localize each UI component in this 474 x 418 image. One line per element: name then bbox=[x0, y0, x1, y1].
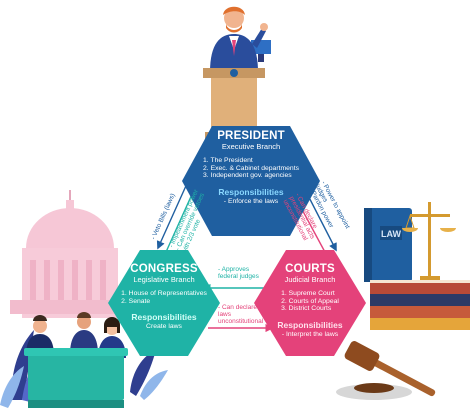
list-item: 1. The President bbox=[203, 156, 253, 164]
list-item: 1. Supreme Court bbox=[281, 289, 335, 297]
list-item: 2. Senate bbox=[121, 297, 151, 305]
congress-people-illustration bbox=[24, 312, 128, 408]
list-item: 1. House of Representatives bbox=[121, 290, 207, 298]
congress-list: 1. House of Representatives 2. Senate bbox=[121, 290, 207, 306]
president-title: PRESIDENT bbox=[217, 130, 285, 142]
list-item: 2. Courts of Appeal bbox=[281, 297, 339, 305]
courts-subtitle: Judicial Branch bbox=[284, 275, 336, 285]
courts-responsibilities-title: Responsibilities bbox=[277, 319, 343, 330]
edge-text-line: - Approves bbox=[218, 266, 250, 273]
congress-responsibilities-title: Responsibilities bbox=[131, 312, 197, 323]
courts-hexagon bbox=[254, 250, 366, 356]
president-list: 1. The President 2. Exec. & Cabinet depa… bbox=[203, 157, 299, 180]
list-item: 3. District Courts bbox=[281, 305, 332, 313]
edge-text-line: federal judges bbox=[218, 273, 259, 281]
congress-block: CONGRESS Legislative Branch 1. House of … bbox=[110, 263, 218, 331]
president-hexagon bbox=[182, 126, 320, 236]
congress-responsibility: Create laws bbox=[146, 323, 182, 330]
gavel-illustration bbox=[336, 341, 436, 400]
president-illustration bbox=[203, 6, 271, 140]
edge-text-line: unconstitutional bbox=[218, 318, 264, 326]
list-item: 2. Exec. & Cabinet departments bbox=[203, 164, 299, 172]
law-book-label: LAW bbox=[381, 229, 402, 239]
congress-title: CONGRESS bbox=[130, 263, 198, 275]
law-books-illustration: LAW bbox=[364, 202, 470, 330]
president-subtitle: Executive Branch bbox=[221, 142, 281, 152]
capitol-illustration bbox=[10, 190, 130, 318]
congress-hexagon bbox=[108, 250, 220, 356]
congress-subtitle: Legislative Branch bbox=[133, 275, 195, 285]
edge-label-declare-laws: - Can declare laws unconstitutional bbox=[218, 304, 263, 325]
president-responsibilities-title: Responsibilities bbox=[218, 186, 284, 197]
courts-list: 1. Supreme Court 2. Courts of Appeal 3. … bbox=[281, 290, 339, 313]
list-item: 3. Independent gov. agencies bbox=[203, 172, 292, 180]
president-responsibility: - Enforce the laws bbox=[223, 197, 279, 205]
courts-block: COURTS Judicial Branch 1. Supreme Court … bbox=[256, 263, 364, 338]
edge-label-approve-judges: - Approves federal judges bbox=[218, 266, 259, 280]
president-block: PRESIDENT Executive Branch 1. The Presid… bbox=[182, 130, 320, 205]
courts-title: COURTS bbox=[285, 263, 335, 275]
courts-responsibility: - Interpret the laws bbox=[281, 330, 339, 338]
edge-text-line: laws bbox=[218, 311, 232, 319]
edge-text-line: - Can declare bbox=[218, 304, 258, 311]
